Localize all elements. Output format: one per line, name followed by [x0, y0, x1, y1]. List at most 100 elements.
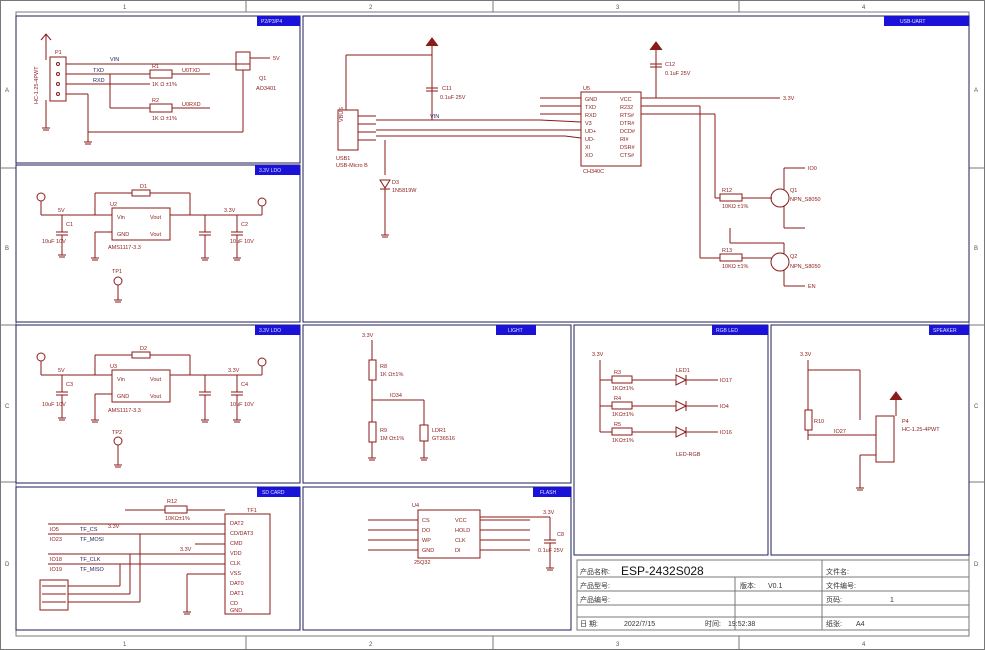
resistor-r8: R8	[380, 364, 387, 370]
resistor-r9: R9	[380, 428, 387, 434]
panel-sd-card: SD CARD R12 10KΩ±1% 3.3V TF1 DAT2 CD/DAT…	[15, 486, 301, 631]
net-tf-cs: TF_CS	[80, 527, 98, 533]
pin-6: DAT0	[230, 581, 244, 587]
transistor-q2-designator: Q2	[790, 254, 797, 260]
chip-pin-right: R232	[620, 105, 633, 111]
col-label-1-bottom: 1	[123, 642, 127, 648]
resistor-r12b-value: 10KΩ ±1%	[722, 204, 749, 210]
net-io19: IO19	[50, 567, 62, 573]
chip-pin-right: DCD#	[620, 129, 636, 135]
flash-pin-right: VCC	[455, 518, 467, 524]
net-tf-mosi: TF_MOSI	[80, 537, 104, 543]
led-resistor-value: 1KΩ±1%	[612, 412, 634, 418]
product-name: ESP-2432S028	[621, 564, 704, 578]
row-label-B: B	[5, 246, 9, 252]
file-no-label: 文件编号:	[826, 581, 856, 590]
version-label: 版本:	[740, 581, 756, 590]
pin-vout-2: Vout	[150, 232, 161, 238]
chip-pin-left: RXD	[585, 113, 597, 119]
cap-c1-value: 10uF 10V	[42, 239, 66, 245]
diode-d2: D2	[140, 346, 147, 352]
file-name-label: 文件名:	[826, 567, 849, 576]
col-label-1: 1	[123, 5, 127, 11]
flash-pin-left: GND	[422, 548, 434, 554]
mosfet-designator: Q1	[259, 76, 266, 82]
chip-pin-right: RTS#	[620, 113, 635, 119]
product-model-label: 产品型号:	[580, 581, 610, 590]
net-io18: IO18	[50, 557, 62, 563]
sheet-label: 纸张:	[826, 619, 842, 628]
transistor-q1-type: NPN_S8050	[790, 197, 821, 203]
testpoint-tp2: TP2	[112, 430, 122, 436]
row-label-A: A	[5, 88, 9, 94]
col-label-2: 2	[369, 5, 373, 11]
net-vdd: 3.3V	[180, 547, 192, 553]
led-designator: LED1	[676, 368, 690, 374]
net-3v3: 3.3V	[362, 333, 374, 339]
resistor-r1-value: 1K Ω ±1%	[152, 82, 177, 88]
flash-pin-right: CLK	[455, 538, 466, 544]
net-5v: 5V	[58, 208, 65, 214]
sheet-size: A4	[856, 621, 865, 628]
usb-uart-chip-u5	[580, 91, 642, 167]
led-resistor-label: R3	[614, 370, 621, 376]
column-markers: 1 2 3 4 1 2 3 4	[123, 0, 866, 650]
net-3v3: 3.3V	[783, 96, 795, 102]
pin-2: CMD	[230, 541, 243, 547]
resistor-r10: R10	[814, 419, 824, 425]
date: 2022/7/15	[624, 621, 655, 628]
connector-designator: P1	[55, 50, 62, 56]
sd-designator: TF1	[247, 508, 257, 514]
panel-header: SPEAKER	[933, 328, 957, 334]
led-resistor-label: R5	[614, 422, 621, 428]
cap-c8-value: 0.1uF 25V	[538, 548, 564, 554]
panel-header: 3.3V LDO	[259, 328, 281, 334]
chip-pin-right: VCC	[620, 97, 632, 103]
regulator-designator: U2	[110, 202, 117, 208]
flash-pin-left: CS	[422, 518, 430, 524]
resistor-r12: R12	[167, 499, 177, 505]
net-io5: IO5	[50, 527, 59, 533]
col-label-4-bottom: 4	[862, 642, 866, 648]
time-label: 时间:	[705, 619, 721, 628]
pin-5: VSS	[230, 571, 241, 577]
net-io34: IO34	[390, 393, 402, 399]
row-label-B-right: B	[974, 246, 978, 252]
pin-vout-1: Vout	[150, 215, 161, 221]
net-u0rxd: U0RXD	[182, 102, 201, 108]
panel-header: FLASH	[540, 490, 557, 496]
resistor-r2-value: 1K Ω ±1%	[152, 116, 177, 122]
cap-c4-value: 10uF 10V	[230, 402, 254, 408]
pin-0: DAT2	[230, 521, 244, 527]
usb-type: USB-Micro B	[336, 163, 368, 169]
transistor-q1	[770, 188, 790, 208]
resistor-r9-value: 1M Ω±1%	[380, 436, 404, 442]
flash-pin-left: WP	[422, 538, 431, 544]
version: V0.1	[768, 583, 783, 590]
panel-header: RGB LED	[716, 328, 738, 334]
cap-c2: C2	[241, 222, 248, 228]
net-en: EN	[808, 284, 816, 290]
resistor-r8-value: 1K Ω±1%	[380, 372, 403, 378]
regulator-designator: U3	[110, 364, 117, 370]
led-resistor-value: 1KΩ±1%	[612, 386, 634, 392]
testpoint-tp1: TP1	[112, 269, 122, 275]
net-u0txd: U0TXD	[182, 68, 200, 74]
resistor-r1: R1	[152, 64, 159, 70]
net-rxd: RXD	[93, 78, 105, 84]
usb-designator: USB1	[336, 156, 350, 162]
pin-4: CLK	[230, 561, 241, 567]
cap-c8: C8	[557, 532, 564, 538]
net-3v3: 3.3V	[800, 352, 812, 358]
speaker-designator: P4	[902, 419, 909, 425]
product-code-label: 产品编号:	[580, 595, 610, 604]
panel-power-connector: P2/P3/P4 P1 HC-1.25-4PWT VIN TXD RXD R1 …	[15, 15, 301, 164]
led-resistor-value: 1KΩ±1%	[612, 438, 634, 444]
net-3v3: 3.3V	[543, 510, 555, 516]
pin-gnd: GND	[117, 232, 129, 238]
mosfet-type: AO3401	[256, 86, 276, 92]
